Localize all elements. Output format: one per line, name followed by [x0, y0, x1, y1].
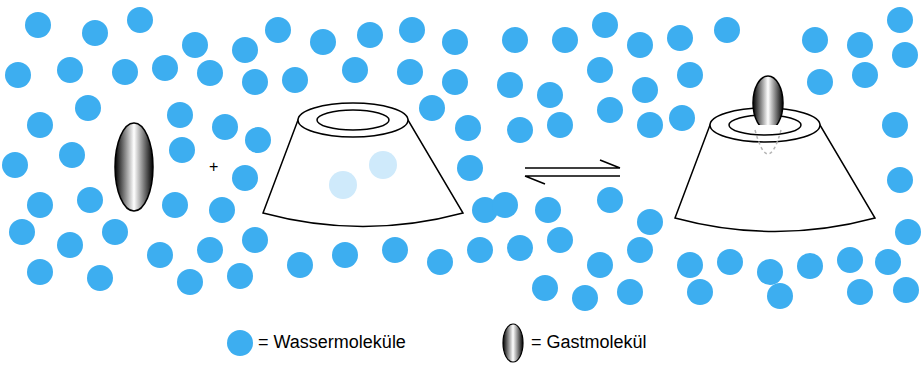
legend-label: = Gastmolekül [531, 333, 647, 353]
legend-samples [227, 324, 523, 362]
water-molecules [2, 7, 921, 311]
cyclodextrin-host [263, 103, 463, 227]
guest-sample [503, 324, 523, 362]
plus-sign: + [209, 158, 218, 176]
guest-molecule [115, 123, 153, 211]
host-guest-complex [675, 76, 875, 232]
legend-swatch [227, 330, 253, 356]
legend-label: = Wassermoleküle [258, 333, 406, 353]
equilibrium-arrows [525, 160, 620, 184]
